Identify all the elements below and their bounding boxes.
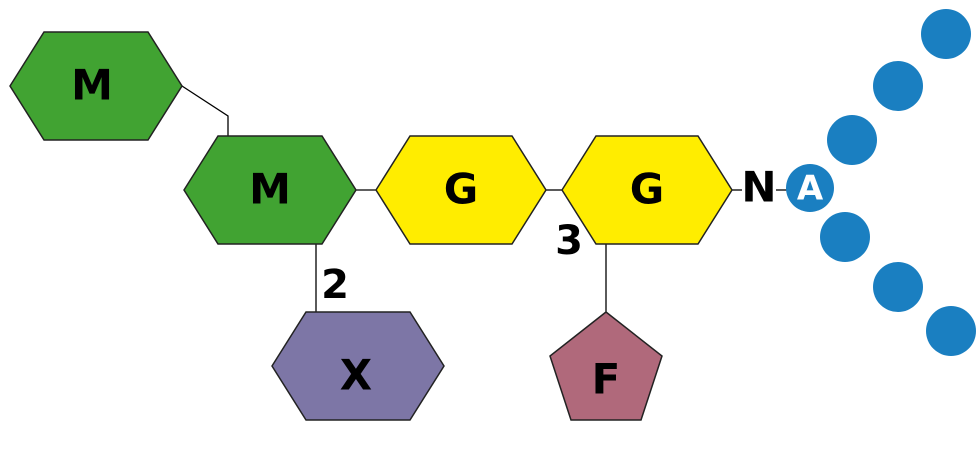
node-label: M — [249, 165, 291, 214]
node-label: X — [340, 351, 372, 400]
node-label: M — [71, 61, 113, 110]
mannose-hexagon — [9, 31, 183, 141]
node-g-right: G — [561, 135, 733, 245]
bead — [820, 212, 870, 262]
node-m-mid: M — [183, 135, 357, 245]
node-m-top: M — [9, 31, 183, 141]
xylose-hexagon — [271, 311, 445, 421]
anchor-label: A — [797, 169, 824, 209]
node-f: F — [549, 311, 663, 421]
node-label: G — [630, 165, 664, 214]
terminal-label: N — [741, 163, 776, 212]
edges — [181, 85, 788, 312]
glucose-hexagon — [375, 135, 547, 245]
anchor-circle — [786, 164, 834, 212]
support-beads — [820, 9, 976, 356]
edge-mtop-mmid — [181, 85, 229, 138]
linkage-label-m-x: 2 — [321, 262, 349, 308]
bead — [921, 9, 971, 59]
node-label: F — [592, 355, 621, 404]
bead — [873, 262, 923, 312]
linkage-label-g-g: 3 — [555, 218, 583, 264]
bead — [827, 115, 877, 165]
anchor-node: A — [786, 164, 834, 212]
mannose-hexagon — [183, 135, 357, 245]
fucose-pentagon — [549, 311, 663, 421]
node-g-left: G — [375, 135, 547, 245]
glucose-hexagon — [561, 135, 733, 245]
bead — [926, 306, 976, 356]
bead — [873, 61, 923, 111]
node-label: G — [444, 165, 478, 214]
node-x: X — [271, 311, 445, 421]
